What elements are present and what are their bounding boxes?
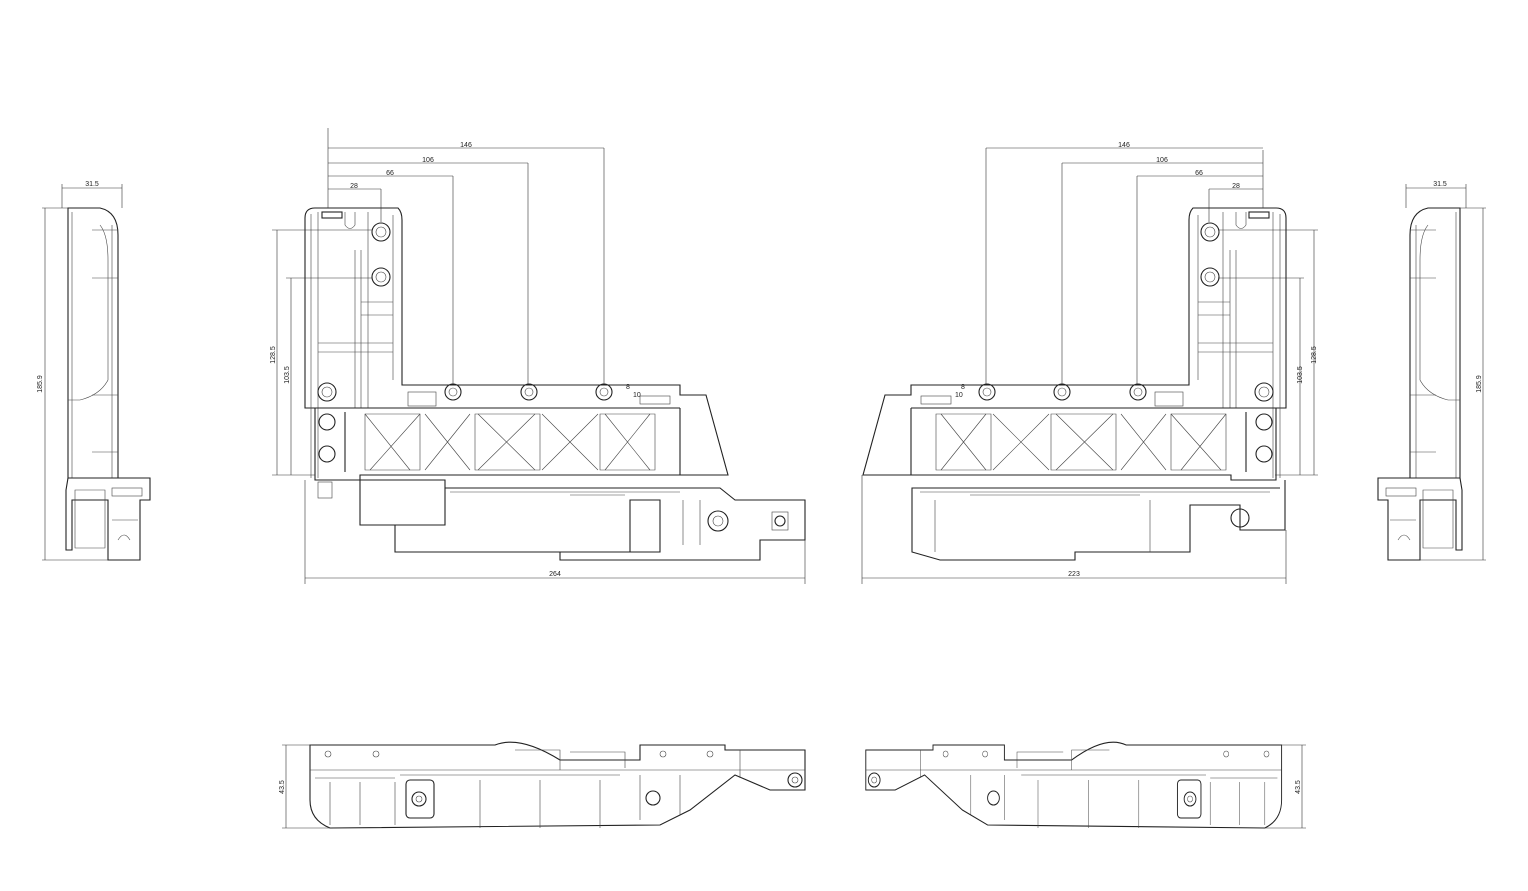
dim-223: 223 — [1068, 571, 1080, 578]
callout-8-right: 8 — [961, 384, 965, 391]
dim-width-left-side: 31.5 — [85, 181, 99, 188]
right-front-view: 146 106 66 28 128.5 103.5 223 8 10 — [861, 142, 1318, 584]
dim-width-right-side: 31.5 — [1433, 181, 1447, 188]
dim-128-5-left: 128.5 — [270, 346, 277, 364]
dim-height-right-side: 185.9 — [1476, 375, 1483, 393]
dim-128-5-right: 128.5 — [1311, 346, 1318, 364]
dim-146-left: 146 — [460, 142, 472, 149]
left-bottom-view: 43.5 — [279, 741, 806, 829]
dim-43-5-left: 43.5 — [279, 780, 286, 794]
dim-106-right: 106 — [1156, 157, 1168, 164]
dim-103-5-right: 103.5 — [1297, 366, 1304, 384]
callout-10: 10 — [633, 392, 641, 399]
dim-43-5-right: 43.5 — [1295, 780, 1302, 794]
left-front-view: 146 106 66 28 128.5 103.5 264 8 10 — [270, 128, 806, 584]
callout-8: 8 — [626, 384, 630, 391]
dim-height-left-side: 185.9 — [37, 375, 44, 393]
dim-66-right: 66 — [1195, 170, 1203, 177]
left-side-view: 31.5 185.9 — [37, 181, 151, 561]
dim-264: 264 — [549, 571, 561, 578]
dim-28-right: 28 — [1232, 183, 1240, 190]
dim-146-right: 146 — [1118, 142, 1130, 149]
dim-66-left: 66 — [386, 170, 394, 177]
dim-103-5-left: 103.5 — [284, 366, 291, 384]
right-bottom-view: 43.5 — [865, 741, 1306, 829]
dim-28-left: 28 — [350, 183, 358, 190]
dim-106-left: 106 — [422, 157, 434, 164]
right-side-view: 31.5 185.9 — [1377, 181, 1486, 561]
callout-10-right: 10 — [955, 392, 963, 399]
